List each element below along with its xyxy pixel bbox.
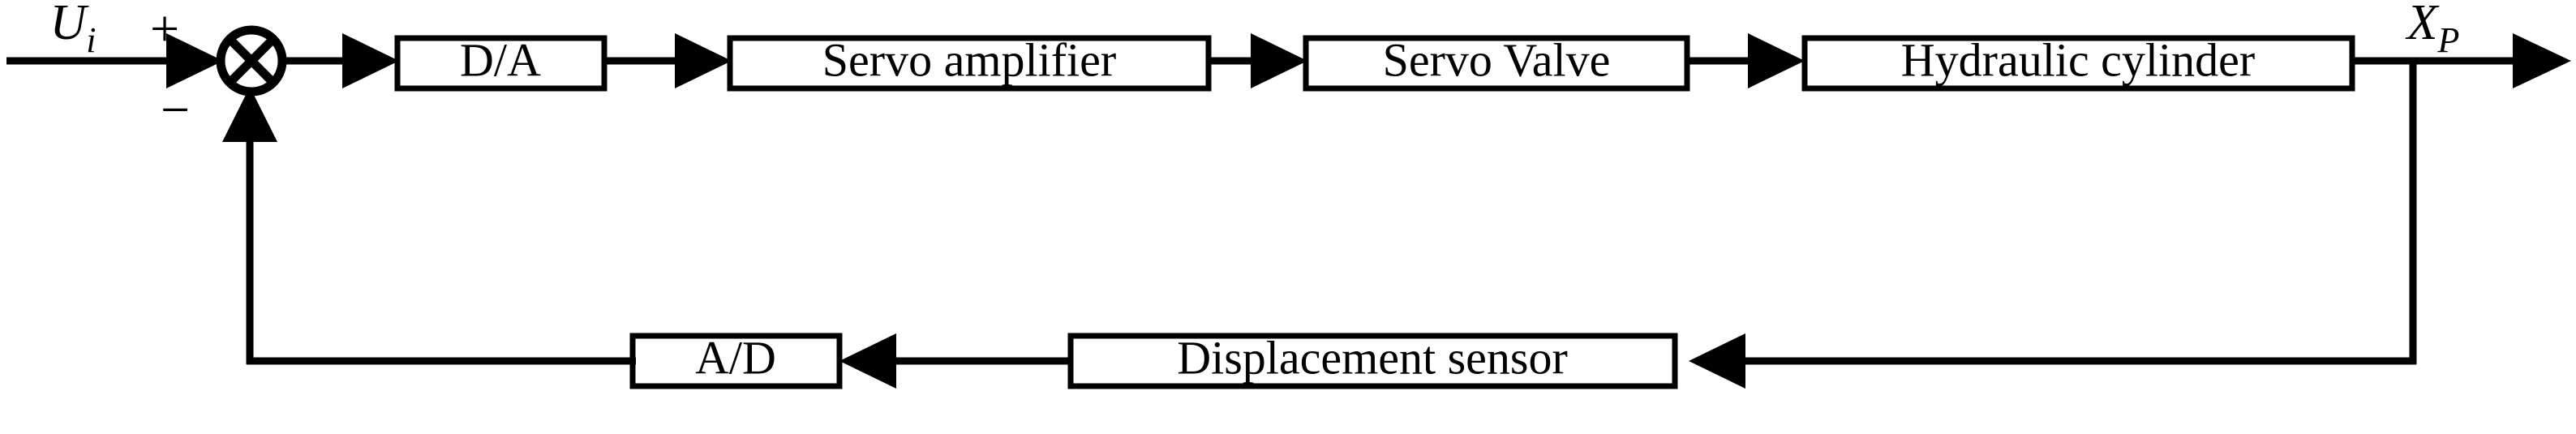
block-ad-label: A/D: [695, 331, 776, 384]
output-signal-label: XP: [2405, 0, 2460, 60]
block-da[interactable]: D/A: [394, 33, 608, 92]
block-servo-amplifier-label: Servo amplifier: [822, 33, 1116, 86]
block-servo-valve-label: Servo Valve: [1383, 33, 1611, 86]
wire-servo-amplifier-to-servo-valve: [1209, 33, 1307, 88]
summing-junction: [216, 25, 287, 97]
output-arrowhead: [2513, 33, 2571, 88]
output-wire: [2352, 33, 2571, 88]
input-signal-symbol: U: [49, 0, 89, 50]
output-signal-subscript: P: [2436, 20, 2459, 60]
plus-sign-label: +: [150, 0, 179, 58]
block-servo-amplifier[interactable]: Servo amplifier: [727, 33, 1212, 92]
servo-amplifier-input-arrowhead: [675, 33, 732, 88]
wire-ad-to-summing-junction: [222, 87, 636, 365]
minus-sign-label: −: [161, 81, 190, 139]
feedback-tap-wire: [1689, 58, 2417, 389]
wire-da-to-servo-amplifier: [604, 33, 732, 88]
block-da-label: D/A: [460, 33, 541, 86]
wire-displacement-sensor-to-ad: [839, 333, 1071, 389]
hydraulic-cylinder-input-arrowhead: [1748, 33, 1805, 88]
wire-servo-valve-to-hydraulic-cylinder: [1687, 33, 1805, 88]
block-servo-valve[interactable]: Servo Valve: [1303, 33, 1690, 92]
block-hydraulic-cylinder-label: Hydraulic cylinder: [1901, 33, 2255, 86]
input-signal-label: Ui: [49, 0, 96, 60]
wire-sum-to-da: [284, 33, 399, 88]
block-ad[interactable]: A/D: [629, 331, 843, 389]
block-displacement-sensor[interactable]: Displacement sensor: [1067, 331, 1678, 389]
output-signal-symbol: X: [2405, 0, 2440, 50]
servo-valve-input-arrowhead: [1251, 33, 1307, 88]
input-wire: [6, 33, 223, 88]
input-arrowhead: [166, 33, 223, 88]
block-displacement-sensor-label: Displacement sensor: [1177, 331, 1568, 384]
ad-input-arrowhead: [839, 333, 896, 389]
da-input-arrowhead: [342, 33, 399, 88]
block-hydraulic-cylinder[interactable]: Hydraulic cylinder: [1801, 33, 2355, 92]
input-signal-subscript: i: [86, 20, 96, 60]
summing-junction-feedback-arrowhead: [222, 87, 277, 142]
displacement-sensor-input-arrowhead: [1689, 333, 1745, 389]
